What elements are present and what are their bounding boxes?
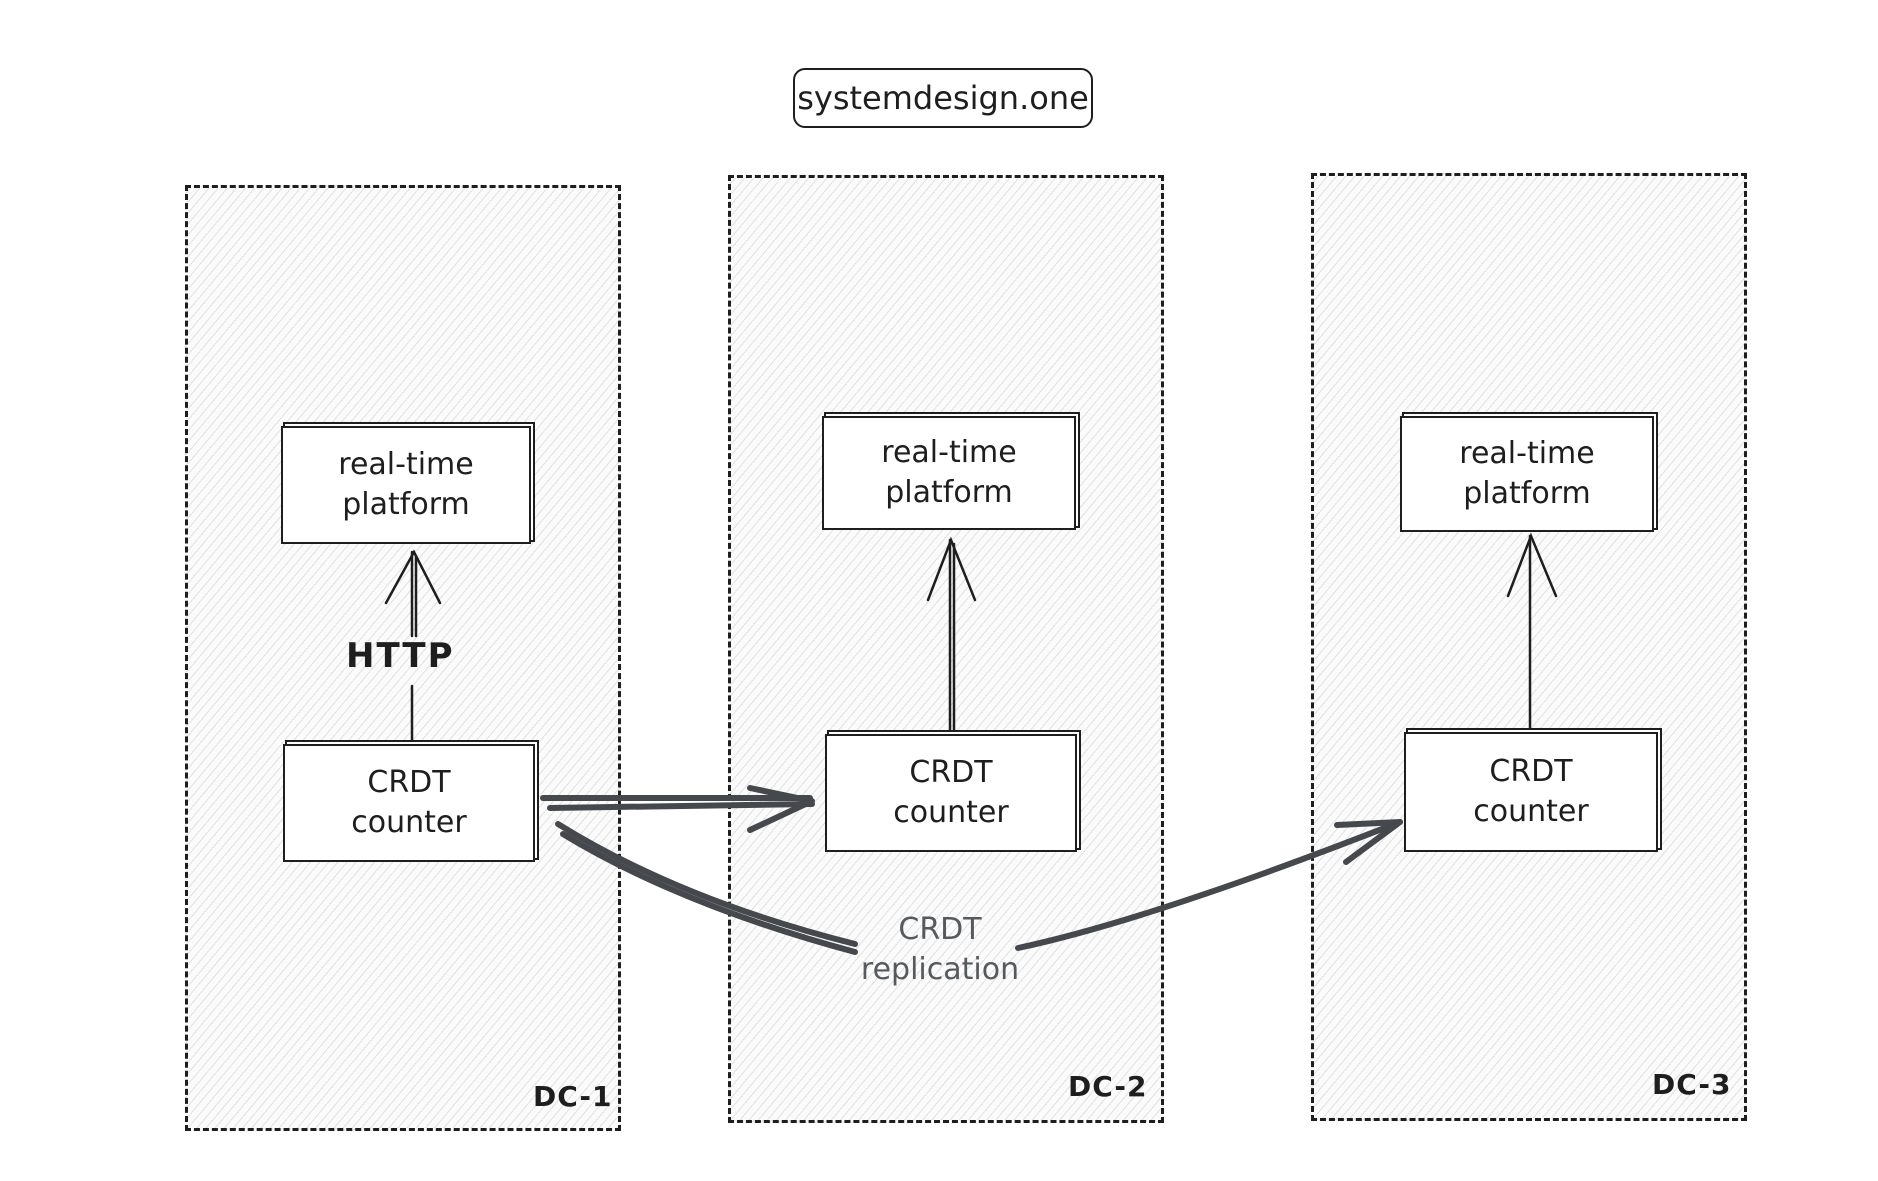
replication-arrow-dc-2 — [540, 785, 815, 833]
counter-box-dc-2: CRDT counter — [825, 734, 1077, 852]
dc-2-label: DC-2 — [1068, 1070, 1148, 1103]
counter-label-dc-3: CRDT counter — [1473, 754, 1589, 829]
counter-box-dc-3: CRDT counter — [1404, 732, 1658, 852]
dc-1-label: DC-1 — [533, 1080, 613, 1113]
datacenter-dc-1 — [185, 185, 621, 1131]
http-label: HTTP — [346, 636, 455, 676]
datacenter-dc-2 — [728, 175, 1164, 1123]
platform-label-dc-3: real-time platform — [1459, 436, 1595, 511]
counter-label-dc-1: CRDT counter — [351, 765, 467, 840]
platform-label-dc-2: real-time platform — [881, 435, 1017, 510]
counter-label-dc-2: CRDT counter — [893, 755, 1009, 830]
replication-label: CRDT replication — [860, 912, 1020, 987]
arrow-dc-3 — [1506, 532, 1558, 730]
dc-3-label: DC-3 — [1652, 1068, 1732, 1101]
brand-badge: systemdesign.one — [793, 68, 1093, 128]
replication-arrow-dc-3 — [555, 819, 1403, 955]
arrow-dc-2 — [926, 536, 977, 734]
http-arrow-dc-1 — [384, 549, 442, 742]
brand-label: systemdesign.one — [797, 79, 1089, 117]
platform-box-dc-3: real-time platform — [1400, 416, 1654, 532]
platform-label-dc-1: real-time platform — [338, 447, 474, 522]
platform-box-dc-2: real-time platform — [822, 416, 1076, 530]
platform-box-dc-1: real-time platform — [281, 426, 531, 544]
counter-box-dc-1: CRDT counter — [283, 744, 535, 862]
